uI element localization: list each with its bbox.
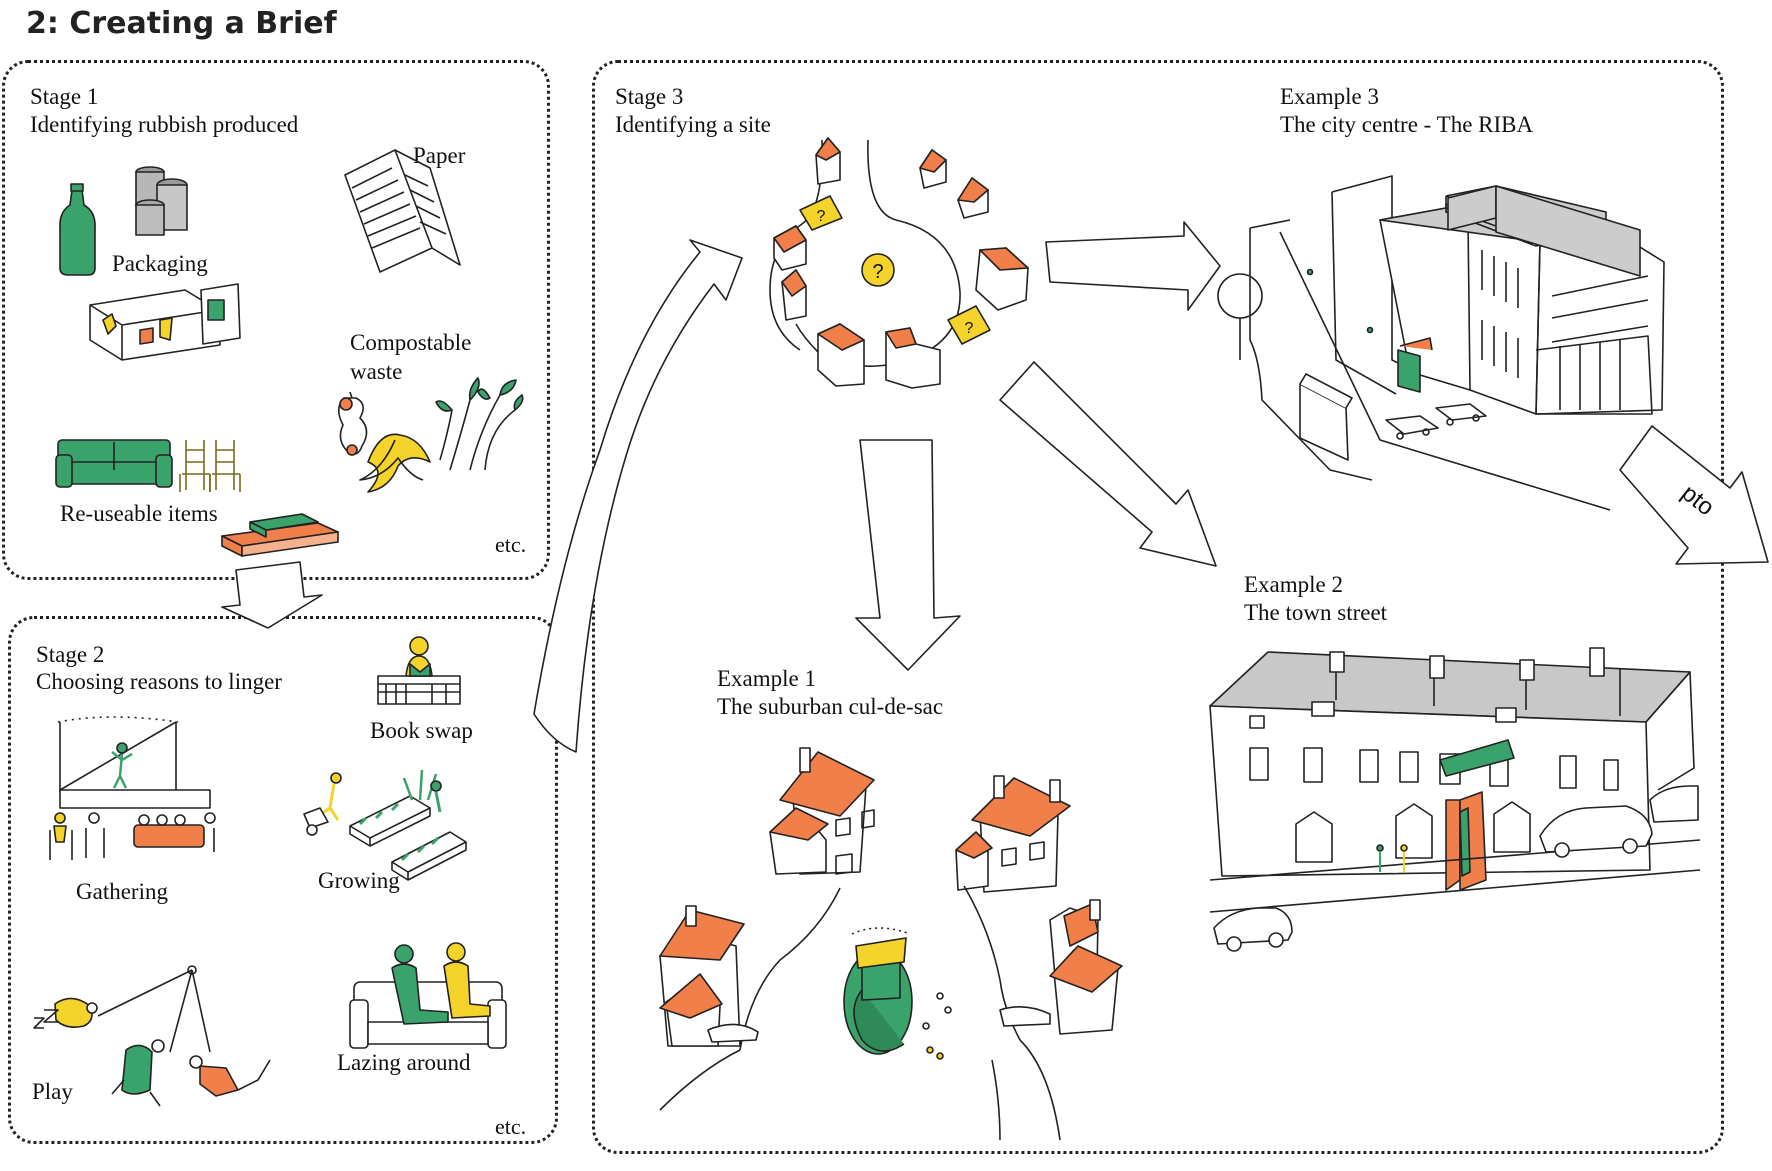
tin-cans-icon [135,166,188,236]
stage2-subheading: Choosing reasons to linger [36,669,282,694]
stage3-panel [592,60,1724,1154]
arrow-to-example3 [1045,221,1221,311]
example1-heading: Example 1 [717,666,816,691]
books-icon [221,513,339,557]
stage1-etc: etc. [495,532,527,557]
cereal-box-icon [89,289,221,361]
riba-building-icon [1217,175,1665,511]
arrow-to-example1 [855,439,961,671]
carton-icon [200,283,241,345]
example2-subheading: The town street [1244,600,1388,625]
banana-peel-icon [359,433,431,493]
lazing-label: Lazing around [337,1050,471,1075]
play-label: Play [32,1079,73,1104]
stage2-etc: etc. [495,1114,527,1139]
apple-core-icon [337,391,368,456]
site-marker-right: ? [965,320,974,337]
stage1-subheading: Identifying rubbish produced [30,112,299,137]
stage-gathering-icon [49,716,216,860]
play-swing-icon [33,965,271,1107]
sofa-icon [55,439,173,488]
page-title: 2: Creating a Brief [26,6,337,41]
stage3-subheading: Identifying a site [615,112,771,137]
site-marker-center: ? [872,261,883,283]
stage1-heading: Stage 1 [30,84,99,109]
chairs-icon [179,440,241,492]
book-swap-icon [377,636,461,705]
stage3-heading: Stage 3 [615,84,684,109]
gathering-label: Gathering [76,879,168,904]
town-street-icon [1209,647,1701,952]
compostable-label-line1: Compostable [350,330,472,355]
plant-cuttings-icon [435,377,524,471]
growing-icon [303,769,467,881]
compostable-label-line2: waste [350,359,403,384]
lazing-sofa-icon [349,942,507,1049]
book-swap-label: Book swap [370,718,473,743]
example3-heading: Example 3 [1280,84,1379,109]
stage2-heading: Stage 2 [36,642,105,667]
site-marker-left: ? [817,208,826,225]
example3-subheading: The city centre - The RIBA [1280,112,1534,137]
arrow-to-example2 [999,361,1217,567]
packaging-label: Packaging [112,251,208,276]
example1-subheading: The suburban cul-de-sac [717,694,944,719]
growing-label: Growing [318,868,400,893]
site-cul-de-sac-icon: ? ? ? [769,137,1029,389]
reuseable-label: Re-useable items [60,501,218,526]
plastic-bottle-icon [59,183,96,276]
arrow-pto [1619,425,1769,565]
example2-heading: Example 2 [1244,572,1343,597]
suburban-cul-de-sac-icon [659,747,1123,1141]
newspaper-icon [344,149,461,273]
arrow-stage2-to-stage3 [533,239,743,753]
arrow-stage1-to-stage2 [221,561,323,629]
